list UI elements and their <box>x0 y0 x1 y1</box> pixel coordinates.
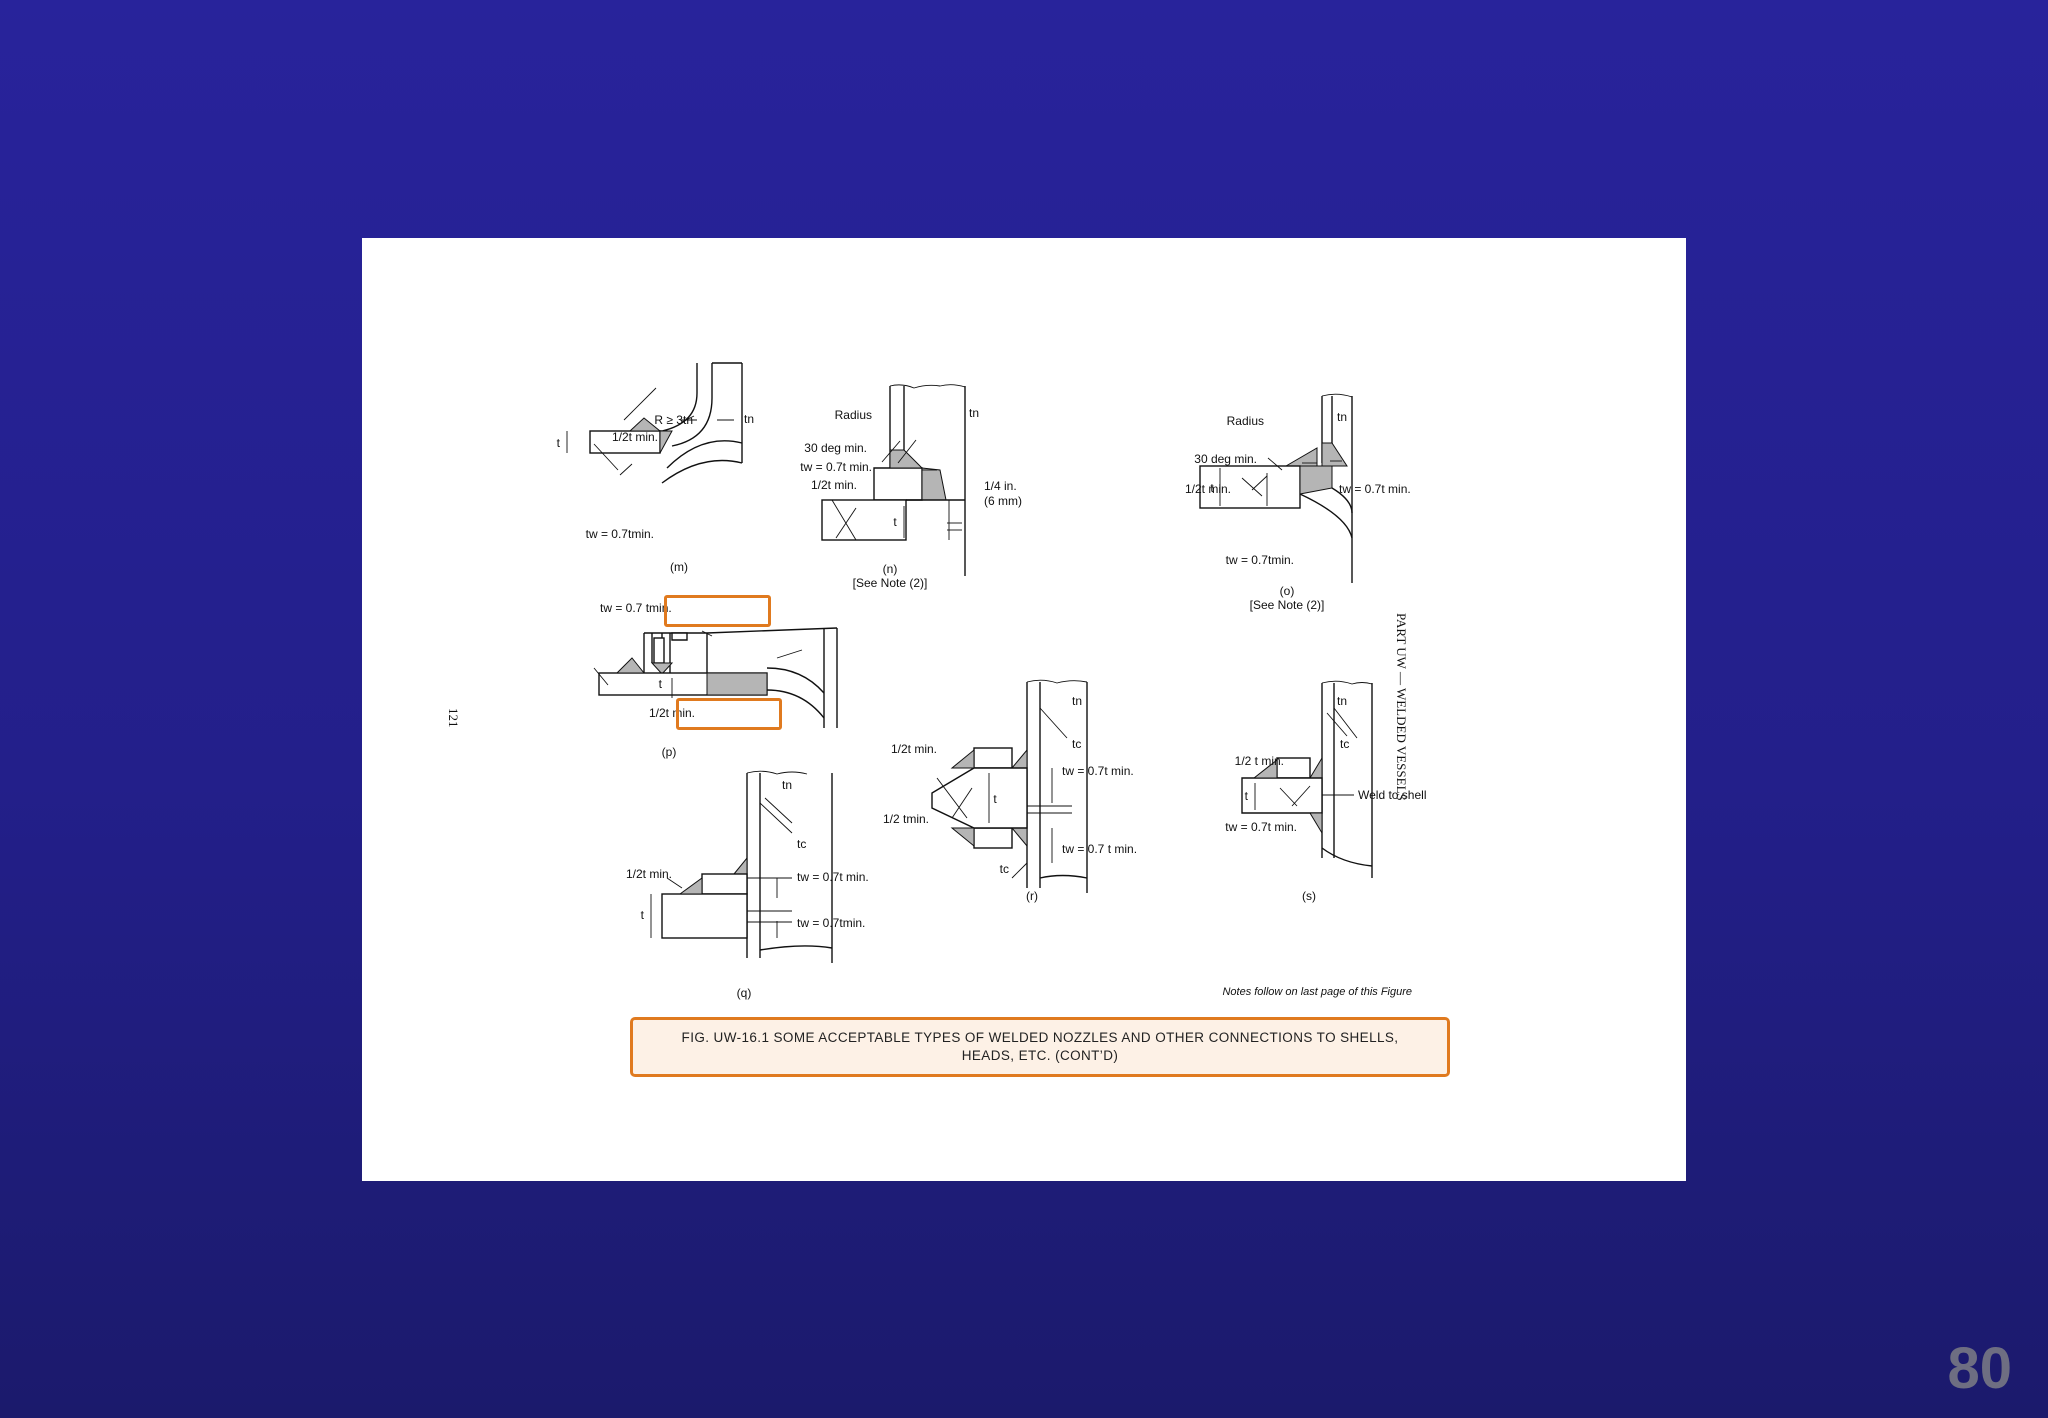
q-tn: tn <box>782 778 792 792</box>
side-header: PART UW — WELDED VESSELS <box>1394 613 1409 801</box>
r-tc1: tc <box>1072 737 1081 751</box>
p-id: (p) <box>662 745 677 759</box>
q-tc: tc <box>797 837 806 851</box>
r-tc2: tc <box>1000 862 1009 876</box>
n-quarter: 1/4 in. <box>984 479 1017 493</box>
q-id: (q) <box>737 986 752 1000</box>
detail-r: tn tc 1/2t min. tw = 0.7t min. 1/2 tmin.… <box>883 679 1137 903</box>
o-radius: Radius <box>1227 414 1264 428</box>
r-half-t1: 1/2t min. <box>891 742 937 756</box>
side-page-number: 121 <box>446 708 461 728</box>
m-t: t <box>557 436 561 450</box>
p-t: t <box>659 677 663 691</box>
s-tn: tn <box>1337 694 1347 708</box>
n-half-t: 1/2t min. <box>811 478 857 492</box>
figure-caption-box: FIG. UW-16.1 SOME ACCEPTABLE TYPES OF WE… <box>630 1017 1450 1077</box>
o-id: (o) <box>1280 584 1295 598</box>
s-tc: tc <box>1340 737 1349 751</box>
o-tn: tn <box>1337 410 1347 424</box>
o-half-t: 1/2t min. <box>1185 482 1231 496</box>
m-id: (m) <box>670 560 688 574</box>
q-tw1: tw = 0.7t min. <box>797 870 869 884</box>
q-tw2: tw = 0.7tmin. <box>797 916 865 930</box>
detail-q: tn tc 1/2t min. tw = 0.7t min. tw = 0.7t… <box>626 770 869 1000</box>
detail-s: tn tc 1/2 t min. t Weld to shell tw = 0.… <box>1225 680 1426 903</box>
q-half-t: 1/2t min. <box>626 867 672 881</box>
n-angle: 30 deg min. <box>804 441 867 455</box>
caption-line-1: FIG. UW-16.1 SOME ACCEPTABLE TYPES OF WE… <box>681 1030 1399 1045</box>
r-tw2: tw = 0.7 t min. <box>1062 842 1137 856</box>
n-tw: tw = 0.7t min. <box>800 460 872 474</box>
s-half-t: 1/2 t min. <box>1235 754 1284 768</box>
o-angle: 30 deg min. <box>1194 452 1257 466</box>
o-t: t <box>1210 481 1214 495</box>
n-id: (n) <box>883 562 898 576</box>
q-t: t <box>641 908 645 922</box>
r-half-t2: 1/2 tmin. <box>883 812 929 826</box>
m-half-t: 1/2t min. <box>612 430 658 444</box>
s-id: (s) <box>1302 889 1316 903</box>
r-t: t <box>993 792 997 806</box>
figure-notes: Notes follow on last page of this Figure <box>1222 986 1412 998</box>
s-t: t <box>1245 789 1249 803</box>
highlight-box-half-t <box>676 698 782 730</box>
p-half-t: 1/2t min. <box>649 706 695 720</box>
figure-caption: FIG. UW-16.1 SOME ACCEPTABLE TYPES OF WE… <box>682 1029 1399 1065</box>
m-tn: tn <box>744 412 754 426</box>
code-page-image: R ≥ 3tn 1/2t min. t tn tw = 0.7tmin. (m) <box>362 238 1686 1181</box>
n-tn: tn <box>969 406 979 420</box>
detail-p: t (p) <box>593 627 838 759</box>
s-tw: tw = 0.7t min. <box>1225 820 1297 834</box>
n-note: [See Note (2)] <box>853 576 928 590</box>
s-weld: Weld to shell <box>1358 788 1426 802</box>
p-tw: tw = 0.7 tmin. <box>600 601 672 615</box>
n-radius: Radius <box>835 408 872 422</box>
detail-n: Radius tn 30 deg min. tw = 0.7t min. 1/2… <box>800 384 1022 590</box>
o-tw: tw = 0.7tmin. <box>1226 553 1294 567</box>
caption-line-2: HEADS, ETC. (CONT’D) <box>961 1048 1119 1063</box>
o-tw-right: tw = 0.7t min. <box>1339 482 1411 496</box>
n-mm: (6 mm) <box>984 494 1022 508</box>
r-tw1: tw = 0.7t min. <box>1062 764 1134 778</box>
m-r-label: R ≥ 3tn <box>654 413 693 427</box>
m-tw: tw = 0.7tmin. <box>586 527 654 541</box>
r-tn: tn <box>1072 694 1082 708</box>
weld-figure: R ≥ 3tn 1/2t min. t tn tw = 0.7tmin. (m) <box>446 362 1426 1000</box>
detail-m: R ≥ 3tn 1/2t min. t tn tw = 0.7tmin. (m) <box>557 362 754 574</box>
detail-o: Radius tn 30 deg min. 1/2t min. tw = 0.7… <box>1185 393 1411 612</box>
n-t: t <box>893 515 897 529</box>
slide-page-number: 80 <box>1947 1336 2012 1401</box>
o-note: [See Note (2)] <box>1250 598 1325 612</box>
r-id: (r) <box>1026 889 1038 903</box>
highlight-box-tw <box>664 595 771 627</box>
